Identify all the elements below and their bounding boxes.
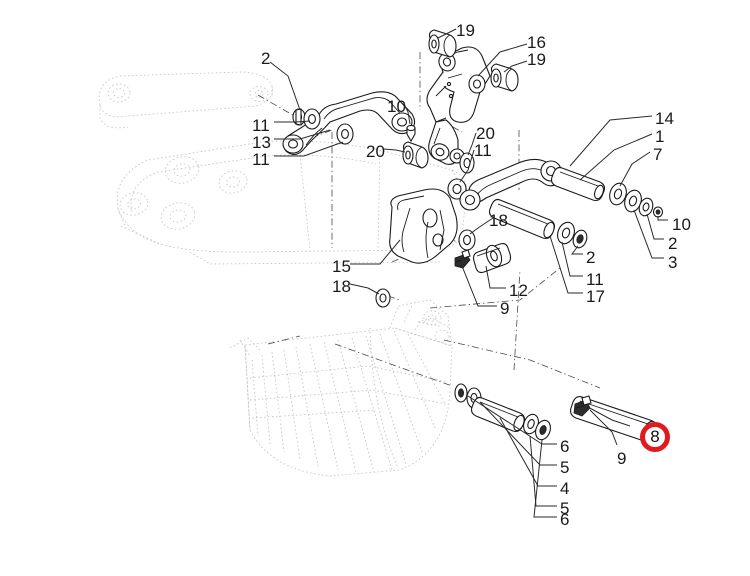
washer-18-lower xyxy=(375,288,391,308)
callout-11-b: 11 xyxy=(252,150,270,169)
pin-12 xyxy=(472,242,512,274)
callout-1: 1 xyxy=(655,127,665,146)
callout-19-b: 19 xyxy=(527,50,546,69)
highlighted-part-8: 8 xyxy=(640,422,670,452)
callout-11-d: 11 xyxy=(586,270,604,289)
callout-9-b: 9 xyxy=(617,449,627,468)
ghost-bucket xyxy=(229,299,453,477)
bushing-20-left xyxy=(402,141,429,169)
leader-lines xyxy=(269,28,668,518)
callout-13: 13 xyxy=(252,133,271,152)
callout-4: 4 xyxy=(560,479,570,498)
callout-6-a: 6 xyxy=(560,437,570,456)
callout-17: 17 xyxy=(586,287,605,306)
callout-7: 7 xyxy=(653,145,663,164)
callout-2-a: 2 xyxy=(261,49,271,68)
washer-18-center xyxy=(458,229,476,251)
bolt-10 xyxy=(406,124,416,143)
hardware-stack-right xyxy=(609,182,664,218)
callout-11-a: 11 xyxy=(252,116,270,135)
ghost-boom-arm xyxy=(98,71,468,265)
callout-9-a: 9 xyxy=(500,299,510,318)
callout-18-b: 18 xyxy=(332,277,351,296)
callout-20-a: 20 xyxy=(366,142,385,161)
callout-11-c: 11 xyxy=(474,141,492,160)
callout-2-b: 2 xyxy=(668,234,678,253)
callout-16: 16 xyxy=(527,33,546,52)
callout-6-b: 6 xyxy=(560,510,570,529)
washers-17 xyxy=(557,221,588,249)
callout-15: 15 xyxy=(332,257,351,276)
center-lines xyxy=(257,52,601,389)
bucket-pin-group xyxy=(454,383,551,441)
callout-14: 14 xyxy=(655,109,674,128)
callout-19-a: 19 xyxy=(456,21,475,40)
pin-1 xyxy=(550,166,606,202)
callout-10-a: 10 xyxy=(387,97,406,116)
callout-10-b: 10 xyxy=(672,215,691,234)
callout-5-b: 5 xyxy=(560,499,570,518)
bushings-19 xyxy=(428,29,519,92)
bracket-15 xyxy=(389,188,458,264)
callout-20-b: 20 xyxy=(476,124,495,143)
link-arm-14 xyxy=(459,158,563,211)
grease-nipple-9-center xyxy=(454,249,471,269)
pin-17 xyxy=(488,198,556,240)
callout-5-a: 5 xyxy=(560,458,570,477)
highlighted-part-number: 8 xyxy=(650,427,660,446)
callout-3: 3 xyxy=(668,253,678,272)
callout-18-a: 18 xyxy=(489,211,508,230)
callout-12: 12 xyxy=(509,281,528,300)
bellcrank-16 xyxy=(426,46,491,165)
callout-2-c: 2 xyxy=(586,248,596,267)
